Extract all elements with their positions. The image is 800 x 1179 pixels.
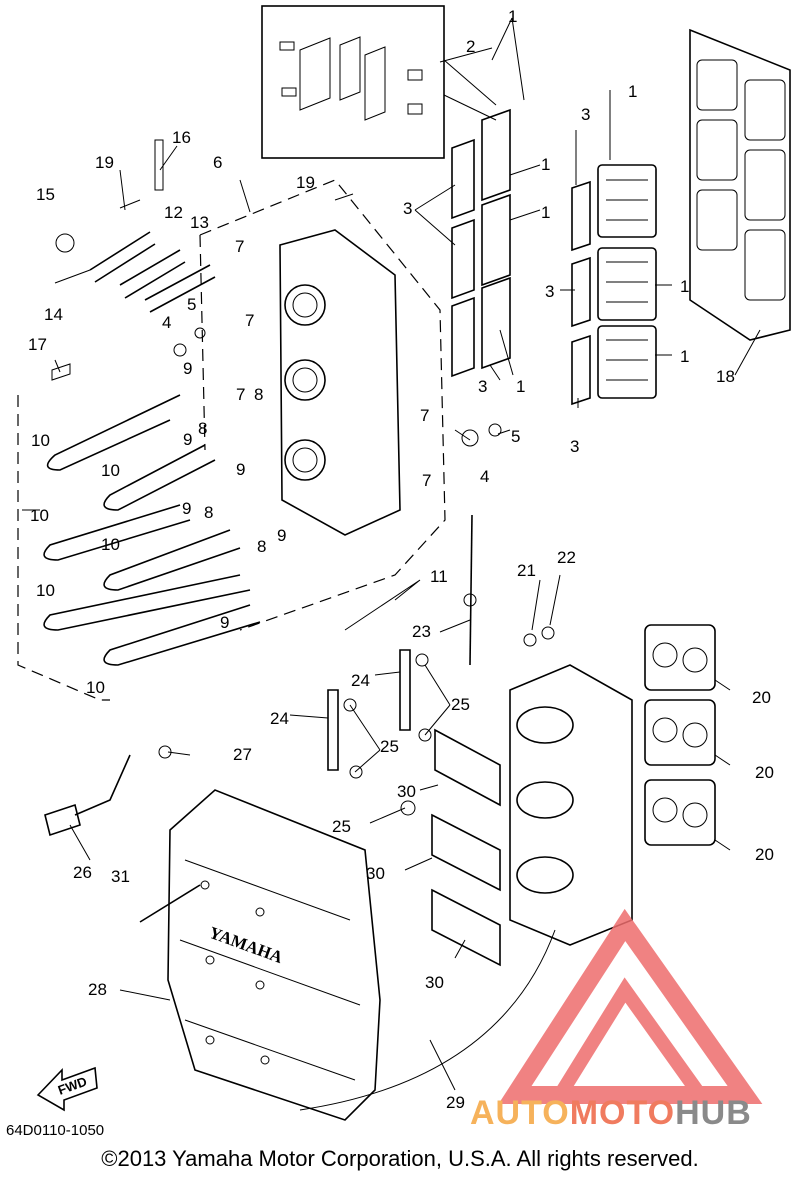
label-10: 10 — [36, 581, 55, 600]
hose-29 — [299, 929, 556, 1111]
label-10: 10 — [31, 431, 50, 450]
fwd-arrow: FWD — [36, 1066, 98, 1112]
gasket-large — [689, 28, 791, 341]
sensor-26 — [44, 745, 172, 837]
label-11: 11 — [430, 567, 448, 586]
hoses — [43, 231, 261, 666]
label-10: 10 — [86, 678, 105, 697]
label-1: 1 — [541, 155, 550, 174]
label-24: 24 — [351, 671, 370, 690]
fittings — [51, 139, 502, 447]
label-29: 29 — [446, 1093, 465, 1112]
document-code: 64D0110-1050 — [6, 1122, 105, 1139]
label-28: 28 — [88, 980, 107, 999]
dashed-assembly-boundary — [17, 179, 446, 701]
label-3: 3 — [545, 282, 554, 301]
fwd-label: FWD — [56, 1074, 89, 1098]
label-9: 9 — [236, 460, 245, 479]
label-7: 7 — [236, 385, 245, 404]
cover-brand-text: YAMAHA — [207, 923, 286, 967]
automotohub-logo — [498, 908, 763, 1104]
label-18: 18 — [716, 367, 735, 386]
label-10: 10 — [101, 461, 120, 480]
label-7: 7 — [235, 237, 244, 256]
label-9: 9 — [220, 613, 229, 632]
watermark-part1: AUTO — [470, 1094, 570, 1132]
label-9: 9 — [277, 526, 286, 545]
label-20: 20 — [755, 845, 774, 864]
label-6: 6 — [213, 153, 222, 172]
label-8: 8 — [254, 385, 263, 404]
label-5: 5 — [511, 427, 520, 446]
label-25: 25 — [332, 817, 351, 836]
label-12: 12 — [164, 203, 183, 222]
silencer-cover: YAMAHA — [139, 789, 381, 1121]
label-23: 23 — [412, 622, 431, 641]
label-25: 25 — [451, 695, 470, 714]
label-30: 30 — [397, 782, 416, 801]
label-1: 1 — [680, 277, 689, 296]
label-10: 10 — [30, 506, 49, 525]
intake-manifold — [279, 229, 401, 536]
label-8: 8 — [204, 503, 213, 522]
label-14: 14 — [44, 305, 63, 324]
part-labels: 1 2 1 1 3 3 1 3 1 1 3 1 3 18 16 19 6 19 … — [28, 7, 774, 1112]
label-19: 19 — [95, 153, 114, 172]
throttle-body-group — [463, 514, 633, 946]
label-8: 8 — [257, 537, 266, 556]
label-3: 3 — [581, 105, 590, 124]
gaskets-30 — [431, 728, 501, 967]
label-2: 2 — [466, 37, 475, 56]
label-8: 8 — [198, 419, 207, 438]
label-3: 3 — [478, 377, 487, 396]
label-16: 16 — [172, 128, 191, 147]
inset-detail-box — [261, 5, 497, 159]
watermark-part3: HUB — [675, 1094, 752, 1132]
label-9: 9 — [183, 430, 192, 449]
label-17: 17 — [28, 335, 47, 354]
label-21: 21 — [517, 561, 536, 580]
label-7: 7 — [420, 406, 429, 425]
leader-lines — [22, 17, 761, 1091]
label-1: 1 — [628, 82, 637, 101]
label-24: 24 — [270, 709, 289, 728]
label-7: 7 — [422, 471, 431, 490]
label-4: 4 — [162, 313, 171, 332]
label-20: 20 — [755, 763, 774, 782]
label-3: 3 — [570, 437, 579, 456]
label-19: 19 — [296, 173, 315, 192]
label-5: 5 — [187, 295, 196, 314]
label-22: 22 — [557, 548, 576, 567]
reed-valve-stack-left — [451, 108, 511, 378]
label-7: 7 — [245, 311, 254, 330]
label-3: 3 — [403, 199, 412, 218]
label-10: 10 — [101, 535, 120, 554]
watermark-part2: MOTO — [569, 1094, 676, 1132]
label-1: 1 — [508, 7, 517, 26]
label-27: 27 — [233, 745, 252, 764]
copyright-notice: ©2013 Yamaha Motor Corporation, U.S.A. A… — [101, 1146, 699, 1171]
label-30: 30 — [366, 864, 385, 883]
label-13: 13 — [190, 213, 209, 232]
label-1: 1 — [516, 377, 525, 396]
reed-valve-stack-right — [571, 164, 657, 406]
label-20: 20 — [752, 688, 771, 707]
label-9: 9 — [183, 359, 192, 378]
label-15: 15 — [36, 185, 55, 204]
label-26: 26 — [73, 863, 92, 882]
label-1: 1 — [541, 203, 550, 222]
label-31: 31 — [111, 867, 130, 886]
label-30: 30 — [425, 973, 444, 992]
label-25: 25 — [380, 737, 399, 756]
label-4: 4 — [480, 467, 489, 486]
clamps — [327, 626, 555, 816]
gaskets-20 — [644, 624, 716, 846]
watermark-text: AUTOMOTOHUB — [470, 1094, 752, 1133]
label-9: 9 — [182, 499, 191, 518]
label-1: 1 — [680, 347, 689, 366]
